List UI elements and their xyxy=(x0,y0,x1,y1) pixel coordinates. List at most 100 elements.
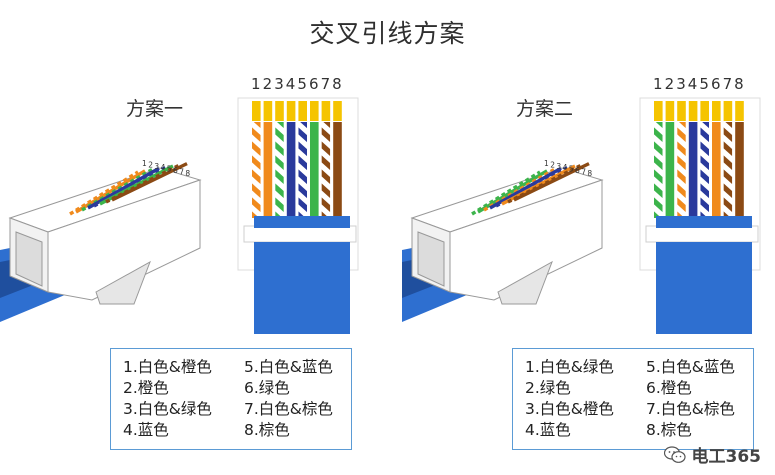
legend-item: 6.橙色 xyxy=(646,379,692,397)
wire-7 xyxy=(321,122,331,218)
plug-wire-1 xyxy=(69,170,139,216)
pin-number: 7 xyxy=(320,75,331,93)
gold-contact xyxy=(677,101,686,121)
wire-stripe xyxy=(298,155,307,171)
wire-6 xyxy=(310,122,319,218)
gold-contact xyxy=(286,101,296,121)
wire-stripe xyxy=(654,197,663,213)
wire-stripe xyxy=(677,127,686,143)
plug-wire-8 xyxy=(111,162,188,202)
gold-contact xyxy=(263,101,273,121)
pin-number: 1 xyxy=(653,75,663,93)
wire-stripe xyxy=(275,127,284,143)
wire-stripe xyxy=(321,197,331,213)
wire-3-stripes xyxy=(677,122,686,218)
wire-stripe xyxy=(700,127,709,143)
pin-number: 1 xyxy=(251,75,261,93)
wire-stripe xyxy=(655,122,663,129)
pin-number: 4 xyxy=(687,75,698,93)
plug-pin-number: 3 xyxy=(556,162,561,171)
pin-number: 7 xyxy=(722,75,733,93)
plug-pin-number: 5 xyxy=(569,165,574,174)
wire-stripe xyxy=(678,122,686,129)
legend-item: 5.白色&蓝色 xyxy=(646,358,735,376)
wechat-icon xyxy=(663,445,686,463)
scheme-1-label: 方案一 xyxy=(126,98,184,120)
plug-pin-number: 8 xyxy=(587,169,592,178)
wire-stripe xyxy=(677,197,686,213)
gold-contact xyxy=(654,101,663,121)
wire-stripe xyxy=(321,169,331,185)
crimp-bar xyxy=(243,225,357,243)
wire-stripe xyxy=(300,122,307,129)
pin-number: 3 xyxy=(274,75,284,93)
wire-2 xyxy=(665,122,675,218)
wire-stripe xyxy=(321,127,331,143)
gold-contact xyxy=(252,101,261,121)
wire-1-stripes xyxy=(252,122,261,218)
wire-stripe xyxy=(252,141,261,157)
wire-stripe xyxy=(723,127,733,143)
wire-3-stripes xyxy=(275,122,284,218)
wire-stripe xyxy=(677,155,686,171)
wire-stripe xyxy=(298,197,307,213)
wire-7-stripes xyxy=(723,122,733,218)
gold-contact xyxy=(333,101,342,121)
wire-stripe xyxy=(654,141,663,157)
wire-stripe xyxy=(252,155,261,171)
pin-number: 3 xyxy=(676,75,686,93)
legend-item: 2.橙色 xyxy=(123,379,169,397)
wire-2 xyxy=(263,122,273,218)
wire-4 xyxy=(688,122,698,218)
wire-1-stripes xyxy=(654,122,663,218)
cable-jacket-top xyxy=(656,216,752,228)
wire-5-stripes xyxy=(298,122,307,218)
pin-number: 2 xyxy=(262,75,273,93)
pin-number: 4 xyxy=(285,75,296,93)
scheme-2-pin-numbers: 1 2 3 4 5 6 7 8 xyxy=(652,75,745,93)
wire-stripe xyxy=(275,141,284,157)
plug-pin-number: 4 xyxy=(563,163,568,172)
wire-7-stripes xyxy=(321,122,331,218)
wire-7 xyxy=(723,122,733,218)
wire-stripe xyxy=(723,155,733,171)
pin-number: 2 xyxy=(664,75,675,93)
wire-stripe xyxy=(654,169,663,185)
wire-stripe xyxy=(252,169,261,185)
wire-stripe xyxy=(275,197,284,213)
legend-item: 4.蓝色 xyxy=(123,421,169,439)
pin-number: 8 xyxy=(734,75,744,93)
wire-stripe xyxy=(275,155,284,171)
plug-opening xyxy=(15,231,43,287)
legend-item: 3.白色&橙色 xyxy=(525,400,614,418)
scheme-1-legend: 1.白色&橙色 2.橙色 3.白色&绿色 4.蓝色 5.白色&蓝色 6.绿色 7… xyxy=(110,348,352,450)
wire-stripe xyxy=(252,197,261,213)
gold-contact xyxy=(688,101,698,121)
wire-stripe xyxy=(654,127,663,143)
plug-pin-number: 6 xyxy=(173,166,178,175)
plug-pin-number: 3 xyxy=(154,162,159,171)
wire-3 xyxy=(677,122,686,218)
legend-item: 7.白色&棕色 xyxy=(244,400,333,418)
pin-number: 5 xyxy=(699,75,709,93)
plug-opening xyxy=(417,231,445,287)
plug-side-face xyxy=(47,179,201,301)
wire-stripe xyxy=(321,141,331,157)
plug-pin-number: 2 xyxy=(550,160,555,169)
legend-item: 4.蓝色 xyxy=(525,421,571,439)
wire-stripe xyxy=(323,122,331,129)
wire-stripe xyxy=(723,141,733,157)
wire-stripe xyxy=(700,197,709,213)
wire-5-stripes xyxy=(700,122,709,218)
plug-pin-number: 2 xyxy=(148,160,153,169)
wire-stripe xyxy=(702,122,709,129)
watermark: 电工365 xyxy=(663,442,761,467)
plug-wire-1 xyxy=(471,170,541,216)
pin-number: 6 xyxy=(710,75,721,93)
wire-stripe xyxy=(253,122,261,129)
wire-stripe xyxy=(298,183,307,199)
wire-8 xyxy=(333,122,342,218)
legend-item: 7.白色&棕色 xyxy=(646,400,735,418)
cable-jacket-top xyxy=(254,216,350,228)
